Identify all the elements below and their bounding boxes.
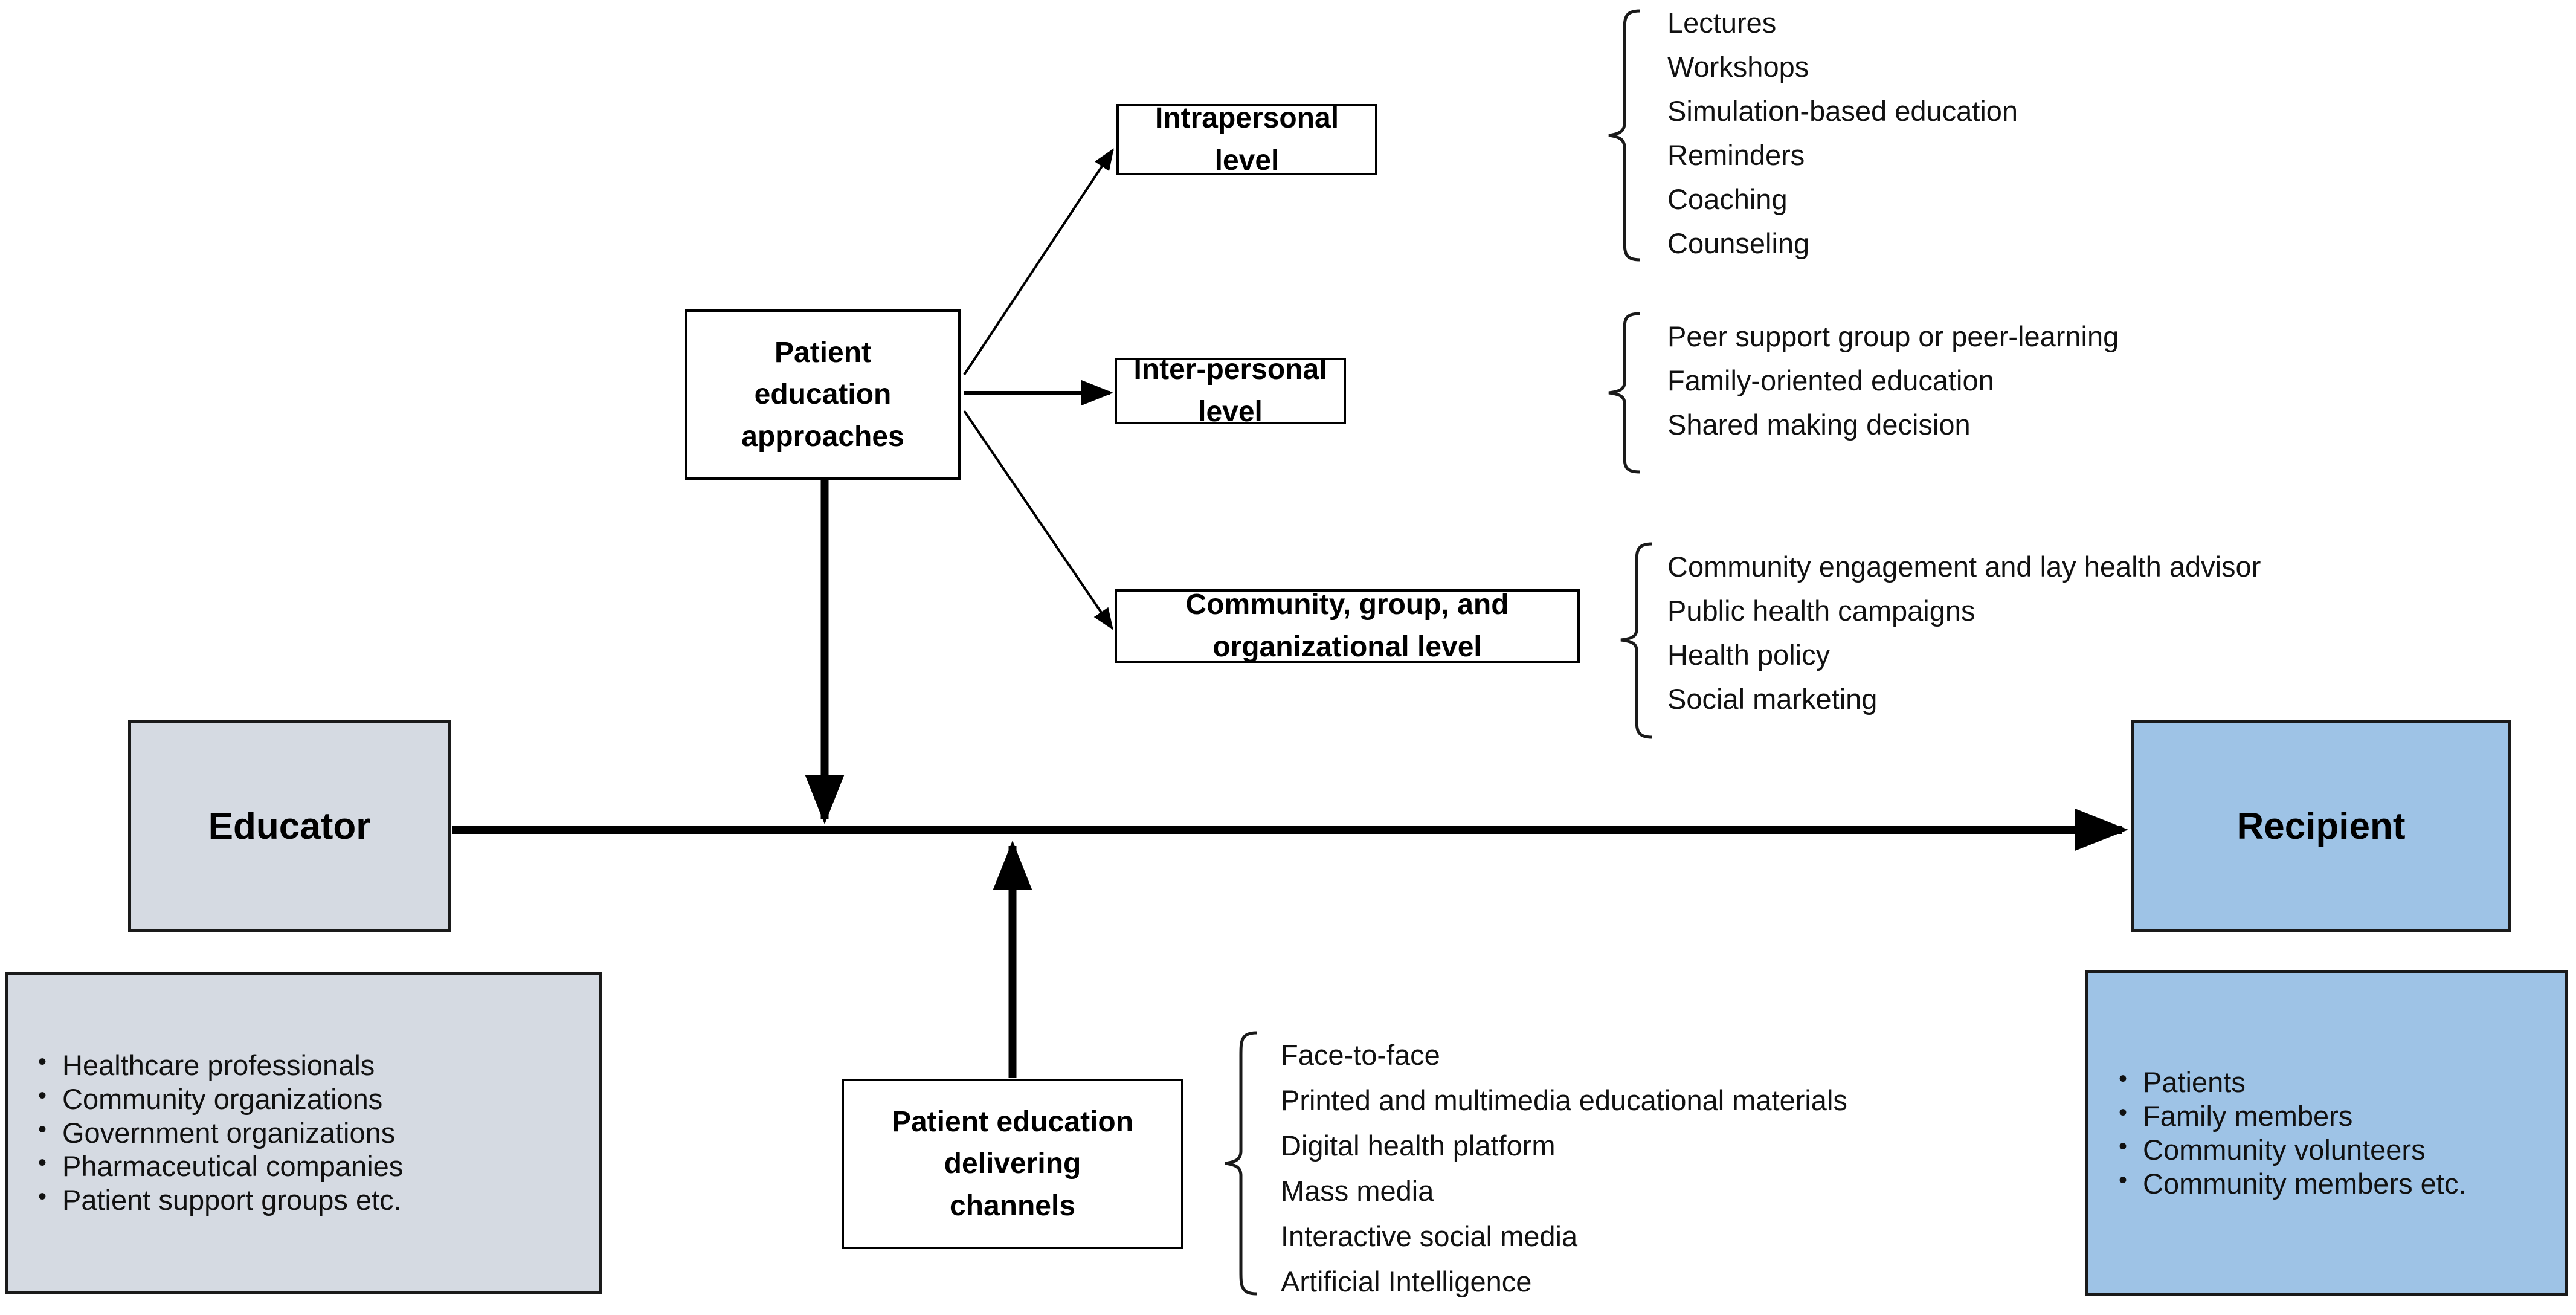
educator-box[interactable]: Educator bbox=[128, 720, 451, 932]
channel-item: Printed and multimedia educational mater… bbox=[1281, 1084, 1847, 1116]
patient-education-delivering-channels-box[interactable]: Patient education delivering channels bbox=[842, 1079, 1183, 1249]
intrapersonal-item: Counseling bbox=[1667, 227, 1810, 259]
inter-personal-item: Shared making decision bbox=[1667, 409, 1971, 441]
intrapersonal-level-box[interactable]: Intrapersonal level bbox=[1116, 102, 1377, 176]
inter-personal-brace bbox=[1608, 312, 1641, 474]
intrapersonal-item: Simulation-based education bbox=[1667, 95, 2018, 127]
channel-item: Mass media bbox=[1281, 1175, 1434, 1207]
community-items: Community engagement and lay health advi… bbox=[1667, 544, 2574, 721]
inter-personal-items: Peer support group or peer-learning Fami… bbox=[1667, 314, 2513, 447]
educator-list-item: Government organizations bbox=[38, 1116, 599, 1150]
channel-item: Face-to-face bbox=[1281, 1039, 1440, 1071]
recipient-list-item: Family members bbox=[2119, 1099, 2565, 1133]
recipient-list-item: Community members etc. bbox=[2119, 1166, 2565, 1201]
educator-title: Educator bbox=[208, 805, 371, 847]
intrapersonal-level-label: Intrapersonal level bbox=[1154, 102, 1339, 176]
inter-personal-level-label: Inter-personal level bbox=[1133, 354, 1327, 428]
educator-list-item: Patient support groups etc. bbox=[38, 1183, 599, 1217]
educator-list-item: Pharmaceutical companies bbox=[38, 1149, 599, 1183]
community-level-label: Community, group, and organizational lev… bbox=[1185, 589, 1509, 663]
recipient-list-item: Community volunteers bbox=[2119, 1132, 2565, 1167]
recipient-list-box[interactable]: Patients Family members Community volunt… bbox=[2085, 970, 2568, 1296]
community-brace bbox=[1620, 542, 1653, 739]
community-group-organizational-level-box[interactable]: Community, group, and organizational lev… bbox=[1115, 589, 1580, 663]
channel-item: Interactive social media bbox=[1281, 1220, 1578, 1252]
inter-personal-item: Peer support group or peer-learning bbox=[1667, 320, 2119, 352]
patient-education-approaches-box[interactable]: Patient education approaches bbox=[685, 309, 961, 480]
recipient-list: Patients Family members Community volunt… bbox=[2116, 1065, 2565, 1201]
intrapersonal-item: Lectures bbox=[1667, 7, 1777, 39]
intrapersonal-brace bbox=[1608, 9, 1641, 262]
intrapersonal-item: Workshops bbox=[1667, 51, 1809, 83]
educator-list: Healthcare professionals Community organ… bbox=[36, 1048, 599, 1218]
recipient-list-item: Patients bbox=[2119, 1065, 2565, 1099]
intrapersonal-items: Lectures Workshops Simulation-based educ… bbox=[1667, 0, 2513, 265]
inter-personal-item: Family-oriented education bbox=[1667, 364, 1994, 396]
channel-item: Artificial Intelligence bbox=[1281, 1265, 1532, 1297]
channels-items: Face-to-face Printed and multimedia educ… bbox=[1281, 1031, 2187, 1304]
channel-item: Digital health platform bbox=[1281, 1129, 1556, 1162]
approaches-box-label: Patient education approaches bbox=[741, 336, 904, 453]
community-item: Community engagement and lay health advi… bbox=[1667, 551, 2261, 583]
inter-personal-level-box[interactable]: Inter-personal level bbox=[1115, 354, 1346, 428]
educator-list-box[interactable]: Healthcare professionals Community organ… bbox=[5, 972, 602, 1294]
community-item: Public health campaigns bbox=[1667, 595, 1975, 627]
delivering-channels-box-label: Patient education delivering channels bbox=[891, 1105, 1134, 1222]
community-item: Health policy bbox=[1667, 639, 1831, 671]
recipient-box[interactable]: Recipient bbox=[2131, 720, 2511, 932]
community-item: Social marketing bbox=[1667, 683, 1878, 715]
recipient-title: Recipient bbox=[2236, 805, 2406, 847]
educator-list-item: Community organizations bbox=[38, 1082, 599, 1116]
intrapersonal-item: Reminders bbox=[1667, 139, 1805, 171]
intrapersonal-item: Coaching bbox=[1667, 183, 1788, 215]
channels-brace bbox=[1225, 1031, 1257, 1296]
educator-list-item: Healthcare professionals bbox=[38, 1048, 599, 1082]
